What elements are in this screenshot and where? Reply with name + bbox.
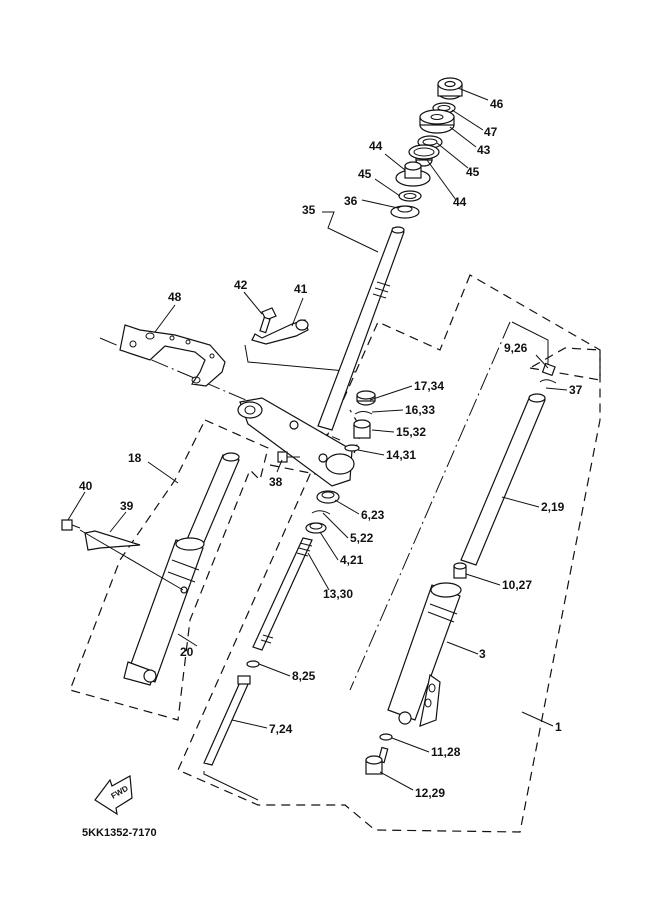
callout-44: 44 bbox=[453, 195, 467, 209]
assembly-boundary-stem bbox=[269, 409, 363, 481]
callout-15-32: 15,32 bbox=[396, 425, 426, 439]
callout-6-23: 6,23 bbox=[361, 508, 385, 522]
callout-39: 39 bbox=[120, 499, 134, 513]
callout-12-29: 12,29 bbox=[415, 786, 445, 800]
callout-48: 48 bbox=[168, 290, 182, 304]
cable-guide-41 bbox=[251, 319, 309, 345]
callout-5-22: 5,22 bbox=[350, 531, 374, 545]
fwd-direction-arrow: FWD bbox=[94, 775, 133, 816]
bolt-42 bbox=[259, 307, 277, 334]
clip-16-33 bbox=[354, 411, 373, 415]
inner-tube-2-19 bbox=[460, 393, 546, 566]
taper-spindle-10-27 bbox=[453, 562, 467, 579]
callout-10-27: 10,27 bbox=[502, 578, 532, 592]
ring-nut-43 bbox=[419, 109, 455, 134]
bracket-48 bbox=[119, 324, 226, 387]
leader-lines bbox=[67, 87, 568, 801]
oil-seal-4-21 bbox=[305, 522, 327, 534]
callout-16-33: 16,33 bbox=[405, 403, 435, 417]
callout-35: 35 bbox=[302, 203, 316, 217]
callout-38: 38 bbox=[269, 475, 283, 489]
callout-13-30: 13,30 bbox=[323, 587, 353, 601]
oil-seal-15-32 bbox=[353, 419, 371, 439]
damper-rod-7-24 bbox=[203, 675, 251, 766]
under-bracket bbox=[237, 397, 355, 487]
outer-tube-3 bbox=[387, 582, 462, 727]
bracket-line bbox=[244, 344, 357, 373]
callout-18: 18 bbox=[128, 451, 142, 465]
callout-11-28: 11,28 bbox=[431, 745, 461, 759]
callout-4-21: 4,21 bbox=[340, 553, 364, 567]
callout-37: 37 bbox=[569, 383, 583, 397]
callout-3: 3 bbox=[479, 647, 486, 661]
callout-1: 1 bbox=[555, 720, 562, 734]
circlip-37 bbox=[539, 379, 557, 384]
callout-47: 47 bbox=[484, 125, 498, 139]
callout-8-25: 8,25 bbox=[292, 669, 316, 683]
callout-45: 45 bbox=[466, 165, 480, 179]
callout-40: 40 bbox=[79, 479, 93, 493]
callout-43: 43 bbox=[477, 143, 491, 157]
seal-17-34 bbox=[356, 390, 376, 406]
collar-14-31 bbox=[344, 444, 360, 452]
diagram-code: 5KK1352-7170 bbox=[82, 827, 157, 839]
ring-nut-46 bbox=[437, 77, 463, 100]
ball-race-45-lower bbox=[398, 190, 422, 202]
callout-14-31: 14,31 bbox=[386, 448, 416, 462]
centerline-fork-right bbox=[349, 321, 511, 691]
outer-tube-20 bbox=[123, 537, 205, 686]
bearing-race-44-lower bbox=[395, 161, 431, 187]
assembly-boundary-left-fork bbox=[69, 419, 269, 721]
bolt-12-29 bbox=[365, 746, 389, 775]
fork-spring-13-30 bbox=[252, 537, 313, 651]
assembly-boundary-right-fork bbox=[177, 274, 601, 833]
hose-holder-39 bbox=[84, 530, 141, 551]
seal-36 bbox=[390, 205, 420, 219]
gasket-11-28 bbox=[379, 733, 393, 741]
callout-20: 20 bbox=[180, 645, 194, 659]
bolt-38 bbox=[277, 451, 300, 463]
assembly-boundary-right-fork-inner bbox=[528, 347, 601, 381]
callout-9-26: 9,26 bbox=[504, 341, 528, 355]
callout-41: 41 bbox=[294, 282, 308, 296]
retaining-clip-5-22 bbox=[311, 510, 331, 515]
steering-stem-35 bbox=[317, 226, 405, 431]
callout-17-34: 17,34 bbox=[414, 379, 444, 393]
callout-45: 45 bbox=[358, 167, 372, 181]
washer-8-25 bbox=[246, 660, 260, 668]
callout-44: 44 bbox=[369, 139, 383, 153]
callout-2-19: 2,19 bbox=[541, 500, 565, 514]
bearing-race-44-upper bbox=[408, 144, 440, 167]
screw-40 bbox=[61, 519, 81, 531]
callout-7-24: 7,24 bbox=[269, 722, 293, 736]
callout-46: 46 bbox=[490, 97, 504, 111]
callout-36: 36 bbox=[344, 194, 358, 208]
dust-seal-6-23 bbox=[316, 490, 340, 504]
damper-rod-bolt-9-26 bbox=[541, 362, 556, 377]
callout-42: 42 bbox=[234, 278, 248, 292]
